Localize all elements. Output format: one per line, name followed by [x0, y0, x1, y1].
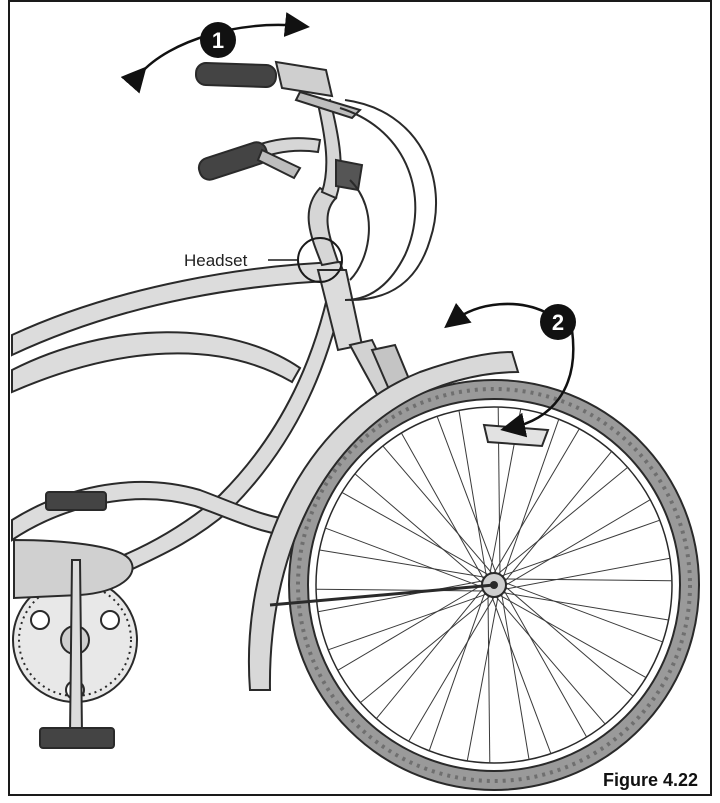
- svg-text:1: 1: [212, 28, 224, 53]
- handlebar: [196, 62, 362, 265]
- drivetrain: [13, 492, 137, 748]
- headset-label: Headset: [184, 251, 248, 270]
- figure-caption: Figure 4.22: [603, 770, 698, 791]
- svg-text:2: 2: [552, 310, 564, 335]
- brake-cables: [340, 100, 436, 300]
- curved-arrow-icon: [452, 304, 545, 322]
